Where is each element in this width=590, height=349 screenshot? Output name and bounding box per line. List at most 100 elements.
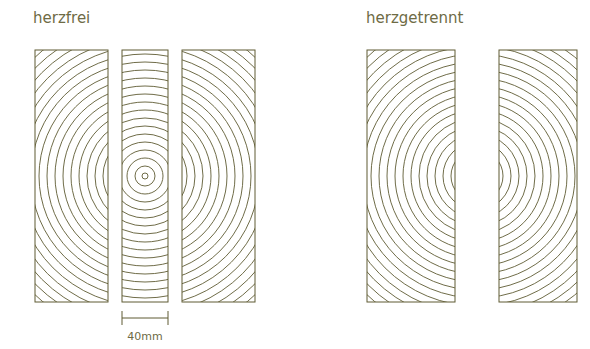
growth-ring: [182, 70, 251, 282]
growth-ring: [443, 142, 455, 210]
growth-ring: [499, 94, 559, 258]
growth-ring: [182, 86, 235, 266]
growth-ring: [35, 50, 108, 302]
growth-ring: [403, 102, 455, 250]
growth-ring: [182, 50, 255, 302]
growth-ring: [122, 110, 168, 242]
growth-ring: [451, 150, 455, 202]
growth-ring: [122, 50, 168, 302]
growth-ring: [55, 86, 108, 266]
growth-ring: [367, 50, 455, 302]
growth-ring: [182, 50, 255, 302]
growth-ring: [499, 86, 567, 266]
growth-ring: [367, 50, 455, 302]
growth-ring: [122, 50, 168, 302]
growth-ring: [35, 62, 108, 290]
growth-ring: [122, 102, 168, 250]
growth-ring: [87, 118, 108, 234]
growth-ring: [499, 70, 577, 282]
growth-ring: [182, 102, 219, 250]
growth-ring: [499, 150, 503, 202]
growth-ring: [367, 50, 455, 302]
growth-ring: [47, 78, 108, 274]
growth-rings: [122, 50, 168, 302]
growth-ring: [182, 126, 195, 226]
growth-ring: [122, 50, 168, 302]
growth-ring: [63, 94, 108, 258]
growth-ring: [499, 78, 575, 274]
growth-ring: [379, 78, 455, 274]
growth-ring: [367, 62, 455, 290]
growth-ring: [122, 50, 168, 302]
growth-ring: [182, 50, 255, 302]
growth-ring: [499, 110, 543, 242]
growth-ring: [367, 50, 455, 302]
growth-ring: [35, 50, 108, 302]
growth-ring: [122, 86, 168, 266]
dimension-label: 40mm: [127, 331, 162, 342]
growth-ring: [367, 50, 455, 302]
dimension-bracket: [122, 311, 168, 325]
growth-ring: [499, 134, 519, 218]
growth-ring: [387, 86, 455, 266]
growth-ring: [499, 50, 577, 302]
growth-ring: [122, 94, 168, 258]
growth-ring: [367, 50, 455, 302]
growth-ring: [182, 118, 203, 234]
growth-ring: [499, 50, 577, 302]
growth-ring: [499, 50, 577, 302]
growth-ring: [367, 54, 455, 298]
growth-ring: [122, 150, 168, 202]
growth-ring: [367, 50, 455, 302]
growth-ring: [103, 134, 108, 218]
growth-ring: [499, 50, 577, 302]
growth-ring: [182, 50, 255, 302]
growth-ring: [499, 50, 577, 302]
group-heading: herzgetrennt: [366, 11, 463, 26]
growth-ring: [122, 50, 168, 302]
group-heading: herzfrei: [33, 11, 90, 26]
growth-ring: [122, 62, 168, 290]
board-outline: [122, 50, 168, 302]
growth-rings: [367, 50, 455, 302]
growth-ring: [122, 134, 168, 218]
growth-ring: [182, 62, 255, 290]
board-outline: [367, 50, 455, 302]
growth-ring: [122, 70, 168, 282]
growth-ring: [122, 50, 168, 302]
growth-ring: [122, 50, 168, 302]
growth-ring: [499, 50, 577, 302]
growth-rings: [499, 50, 577, 302]
growth-ring: [182, 50, 255, 302]
growth-ring: [182, 50, 255, 302]
growth-ring: [122, 50, 168, 302]
growth-ring: [182, 54, 255, 298]
growth-ring: [499, 102, 551, 250]
growth-ring: [35, 50, 108, 302]
growth-ring: [499, 54, 577, 298]
growth-ring: [182, 78, 243, 274]
board-outline: [499, 50, 577, 302]
growth-ring: [35, 50, 108, 302]
growth-ring: [122, 50, 168, 302]
growth-ring: [35, 50, 108, 302]
growth-ring: [499, 50, 577, 302]
growth-ring: [35, 50, 108, 302]
growth-ring: [182, 50, 255, 302]
growth-ring: [499, 50, 577, 302]
board-outline: [182, 50, 255, 302]
growth-ring: [367, 50, 455, 302]
growth-ring: [499, 50, 577, 302]
growth-ring: [367, 50, 455, 302]
growth-ring: [499, 142, 511, 210]
growth-ring: [435, 134, 455, 218]
growth-ring: [499, 50, 577, 302]
growth-ring: [411, 110, 455, 242]
growth-ring: [39, 70, 108, 282]
growth-ring: [127, 158, 163, 194]
growth-ring: [135, 166, 155, 186]
growth-ring: [367, 50, 455, 302]
growth-ring: [71, 102, 108, 250]
growth-ring: [122, 78, 168, 274]
